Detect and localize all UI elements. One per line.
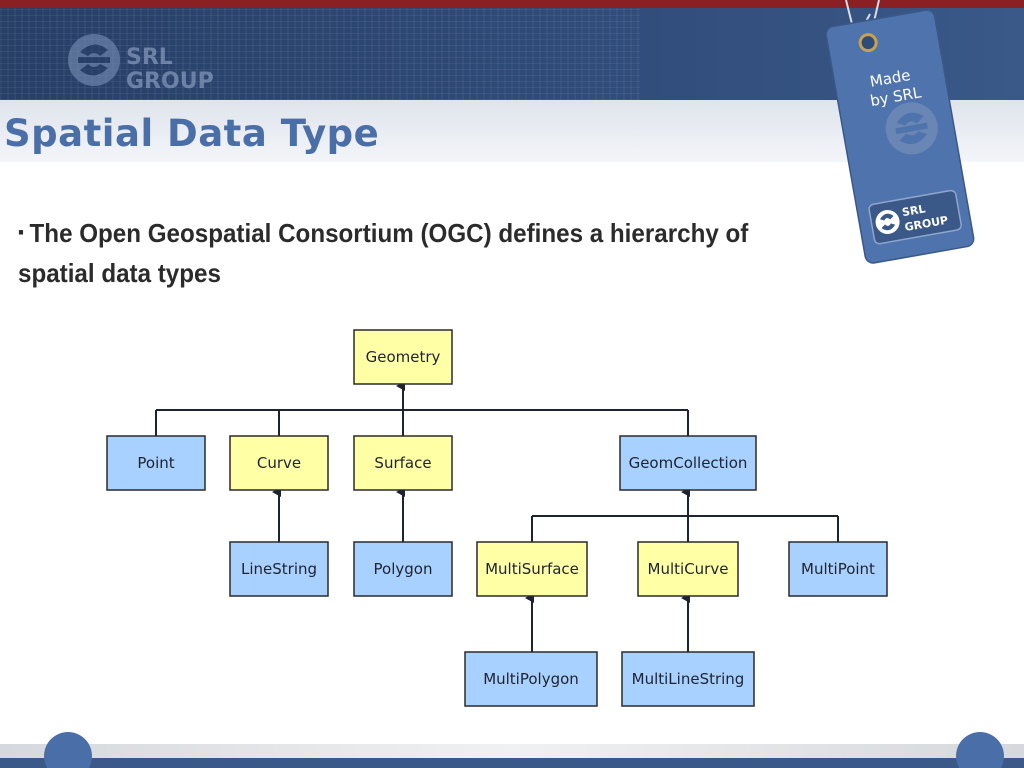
node-multipoint: MultiPoint bbox=[788, 541, 888, 597]
page-title: Spatial Data Type bbox=[4, 112, 380, 155]
svg-text:MultiSurface: MultiSurface bbox=[485, 560, 579, 578]
svg-text:SRL: SRL bbox=[126, 45, 173, 70]
svg-text:Geometry: Geometry bbox=[366, 348, 441, 366]
node-surface: Surface bbox=[353, 435, 453, 491]
node-multicurve: MultiCurve bbox=[637, 541, 739, 597]
svg-text:GeomCollection: GeomCollection bbox=[629, 454, 748, 472]
node-geometry: Geometry bbox=[353, 329, 453, 385]
svg-text:Point: Point bbox=[137, 454, 174, 472]
node-geomcollection: GeomCollection bbox=[619, 435, 757, 491]
node-curve: Curve bbox=[229, 435, 329, 491]
node-multipolygon: MultiPolygon bbox=[464, 651, 598, 707]
made-by-srl-tag: Made by SRL SRL GROUP bbox=[825, 0, 975, 264]
node-linestring: LineString bbox=[229, 541, 329, 597]
node-multilinestring: MultiLineString bbox=[621, 651, 755, 707]
footer-bar bbox=[0, 744, 1024, 758]
tag-badge-srl: SRL bbox=[901, 202, 926, 219]
footer-blue-strip bbox=[0, 758, 1024, 768]
svg-text:Curve: Curve bbox=[257, 454, 301, 472]
svg-text:Surface: Surface bbox=[374, 454, 431, 472]
srl-group-logo: SRL GROUP bbox=[68, 34, 214, 94]
svg-text:MultiCurve: MultiCurve bbox=[648, 560, 729, 578]
svg-text:GROUP: GROUP bbox=[126, 69, 214, 94]
bullet-text: The Open Geospatial Consortium (OGC) def… bbox=[18, 218, 749, 288]
footer-right-circle bbox=[956, 732, 1004, 768]
top-accent-line bbox=[0, 0, 1024, 8]
ogc-geometry-hierarchy-diagram: Geometry Point Curve Surface GeomCollect… bbox=[106, 329, 888, 707]
node-polygon: Polygon bbox=[353, 541, 453, 597]
svg-text:MultiPoint: MultiPoint bbox=[801, 560, 875, 578]
node-point: Point bbox=[106, 435, 206, 491]
svg-text:LineString: LineString bbox=[241, 560, 317, 578]
bullet-item: ▪The Open Geospatial Consortium (OGC) de… bbox=[18, 212, 818, 293]
svg-text:MultiLineString: MultiLineString bbox=[632, 670, 745, 688]
svg-text:Polygon: Polygon bbox=[374, 560, 433, 578]
svg-text:MultiPolygon: MultiPolygon bbox=[483, 670, 579, 688]
node-multisurface: MultiSurface bbox=[476, 541, 588, 597]
square-bullet-icon: ▪ bbox=[18, 222, 24, 242]
footer-left-circle bbox=[44, 732, 92, 768]
